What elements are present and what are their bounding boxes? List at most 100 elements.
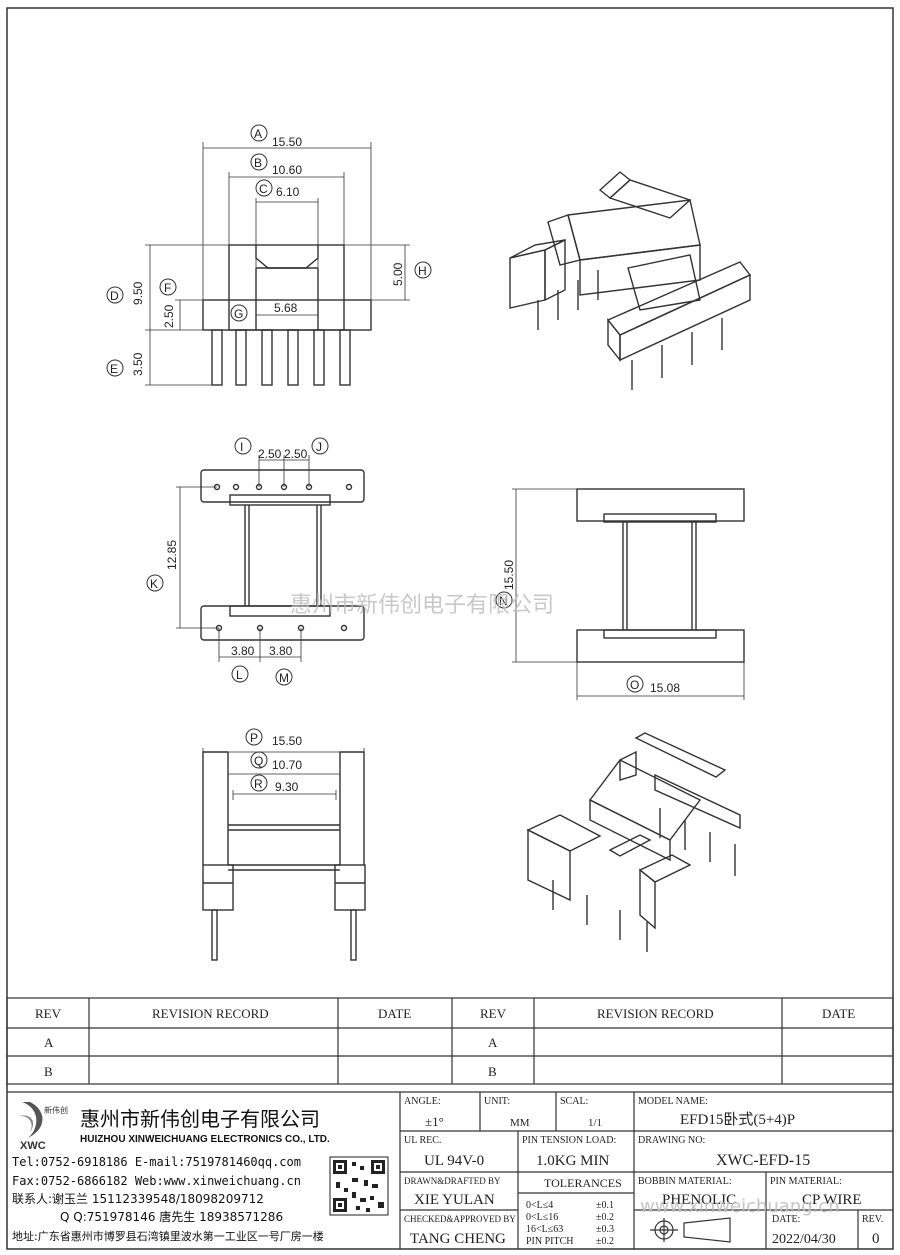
top-view bbox=[176, 455, 365, 662]
dim-letter-n: N bbox=[499, 594, 508, 608]
unit-label: UNIT: bbox=[484, 1096, 510, 1107]
title-block-text: ANGLE: ±1° UNIT: MM SCAL: 1/1 MODEL NAME… bbox=[404, 1096, 883, 1247]
drawing-no-label: DRAWING NO: bbox=[638, 1135, 705, 1146]
tolerance-value-4: ±0.2 bbox=[596, 1236, 614, 1247]
date-value: 2022/04/30 bbox=[772, 1232, 836, 1247]
angle-value: ±1° bbox=[425, 1114, 444, 1129]
ul-label: UL REC. bbox=[404, 1135, 441, 1146]
rev-row-b-left: B bbox=[44, 1064, 53, 1079]
company-name-cn: 惠州市新伟创电子有限公司 bbox=[80, 1107, 320, 1131]
dim-value-b: 10.60 bbox=[272, 163, 302, 177]
dim-letter-a: A bbox=[254, 127, 262, 141]
sheet-border bbox=[6, 7, 894, 1250]
side-view bbox=[512, 488, 745, 700]
rev-row-a-left: A bbox=[44, 1035, 54, 1050]
company-contact: 联系人:谢玉兰 15112339548/18098209712 bbox=[12, 1191, 264, 1206]
tolerance-value-1: ±0.1 bbox=[596, 1200, 614, 1211]
pin-material-label: PIN MATERIAL: bbox=[770, 1176, 842, 1187]
side-view-labels: N 15.50 O 15.08 bbox=[495, 560, 680, 695]
dim-value-g: 5.68 bbox=[274, 301, 298, 315]
dim-letter-f: F bbox=[164, 281, 171, 295]
revision-record-header-left: REVISION RECORD bbox=[152, 1006, 269, 1021]
drawing-no-value: XWC-EFD-15 bbox=[716, 1152, 810, 1169]
dim-value-d: 9.50 bbox=[131, 281, 145, 305]
tolerance-range-1: 0<L≤4 bbox=[526, 1200, 553, 1211]
dim-letter-p: P bbox=[250, 731, 258, 745]
rev-row-a-right: A bbox=[488, 1035, 498, 1050]
iso-view-bottom bbox=[526, 732, 741, 952]
rev-label: REV. bbox=[862, 1214, 883, 1225]
top-view-labels: I 2.50 J 2.50 K 12.85 3.80 3.80 L M bbox=[146, 437, 329, 686]
model-label: MODEL NAME: bbox=[638, 1096, 708, 1107]
tolerance-range-4: PIN PITCH bbox=[526, 1236, 574, 1247]
dim-letter-h: H bbox=[418, 264, 427, 278]
dim-value-q: 10.70 bbox=[272, 758, 302, 772]
rev-row-b-right: B bbox=[488, 1064, 497, 1079]
dim-letter-l: L bbox=[236, 668, 243, 682]
revision-table bbox=[6, 997, 894, 1093]
dim-value-c: 6.10 bbox=[276, 185, 300, 199]
title-block-grid bbox=[399, 1092, 893, 1249]
dim-value-p: 15.50 bbox=[272, 734, 302, 748]
dim-letter-e: E bbox=[110, 362, 118, 376]
checked-label: CHECKED&APPROVED BY bbox=[404, 1214, 516, 1224]
pin-tension-value: 1.0KG MIN bbox=[536, 1153, 609, 1169]
dim-value-r: 9.30 bbox=[275, 780, 299, 794]
date-header-left: DATE bbox=[378, 1006, 411, 1021]
dim-value-e: 3.50 bbox=[131, 352, 145, 376]
dim-value-a: 15.50 bbox=[272, 135, 302, 149]
unit-value: MM bbox=[510, 1117, 530, 1129]
drafted-value: XIE YULAN bbox=[414, 1192, 495, 1208]
company-tel: Tel:0752-6918186 E-mail:7519781460qq.com bbox=[12, 1155, 301, 1169]
dim-value-j: 2.50 bbox=[284, 447, 308, 461]
bobbin-value: PHENOLIC bbox=[662, 1192, 736, 1208]
checked-value: TANG CHENG bbox=[410, 1231, 506, 1247]
dim-letter-b: B bbox=[254, 156, 262, 170]
dim-value-k: 12.85 bbox=[165, 540, 179, 570]
rev-header-left: REV bbox=[35, 1006, 62, 1021]
tolerance-value-3: ±0.3 bbox=[596, 1224, 614, 1235]
projection-symbol-icon bbox=[650, 1217, 731, 1243]
watermark-center: 惠州市新伟创电子有限公司 bbox=[290, 593, 554, 618]
dim-letter-i: I bbox=[240, 440, 243, 454]
drafted-label: DRAWN&DRAFTED BY bbox=[404, 1176, 501, 1186]
bottom-view bbox=[202, 748, 366, 961]
dim-letter-c: C bbox=[259, 182, 268, 196]
dim-value-o: 15.08 bbox=[650, 681, 680, 695]
company-name-en: HUIZHOU XINWEICHUANG ELECTRONICS CO., LT… bbox=[80, 1134, 330, 1145]
tolerance-range-3: 16<L≤63 bbox=[526, 1224, 563, 1235]
tolerances-label: TOLERANCES bbox=[544, 1176, 622, 1190]
scale-value: 1/1 bbox=[588, 1117, 602, 1129]
logo-abbr: XWC bbox=[20, 1140, 46, 1152]
company-fax: Fax:0752-6866182 Web:www.xinweichuang.cn bbox=[12, 1174, 301, 1188]
dim-value-m: 3.80 bbox=[269, 644, 293, 658]
dim-value-f: 2.50 bbox=[162, 304, 176, 328]
ul-value: UL 94V-0 bbox=[424, 1153, 484, 1169]
rev-value: 0 bbox=[872, 1231, 880, 1247]
iso-view-top bbox=[509, 171, 752, 390]
company-logo: 新伟创 XWC bbox=[14, 1102, 68, 1152]
company-block: 新伟创 XWC 惠州市新伟创电子有限公司 HUIZHOU XINWEICHUAN… bbox=[12, 1102, 389, 1243]
front-view bbox=[145, 142, 410, 386]
dim-letter-d: D bbox=[110, 289, 119, 303]
dim-value-h: 5.00 bbox=[391, 262, 405, 286]
pin-tension-label: PIN TENSION LOAD: bbox=[522, 1135, 616, 1146]
qr-code bbox=[329, 1156, 389, 1216]
watermark-bottom: www.xinweichuang.cn bbox=[640, 1196, 840, 1217]
front-view-labels: A 15.50 B 10.60 C 6.10 D 9.50 E 3.50 F 2… bbox=[106, 124, 432, 377]
date-label: DATE: bbox=[772, 1214, 800, 1225]
revision-record-header-right: REVISION RECORD bbox=[597, 1006, 714, 1021]
tolerance-range-2: 0<L≤16 bbox=[526, 1212, 558, 1223]
tolerance-value-2: ±0.2 bbox=[596, 1212, 614, 1223]
bobbin-label: BOBBIN MATERIAL: bbox=[638, 1176, 732, 1187]
dim-letter-q: Q bbox=[254, 754, 263, 768]
dim-letter-k: K bbox=[150, 577, 158, 591]
dim-letter-g: G bbox=[234, 307, 243, 321]
rev-header-right: REV bbox=[480, 1006, 507, 1021]
dim-letter-r: R bbox=[254, 777, 263, 791]
dim-value-i: 2.50 bbox=[258, 447, 282, 461]
dim-letter-j: J bbox=[316, 440, 322, 454]
company-qq: Q Q:751978146 唐先生 18938571286 bbox=[60, 1209, 283, 1224]
model-value: EFD15卧式(5+4)P bbox=[680, 1111, 795, 1128]
